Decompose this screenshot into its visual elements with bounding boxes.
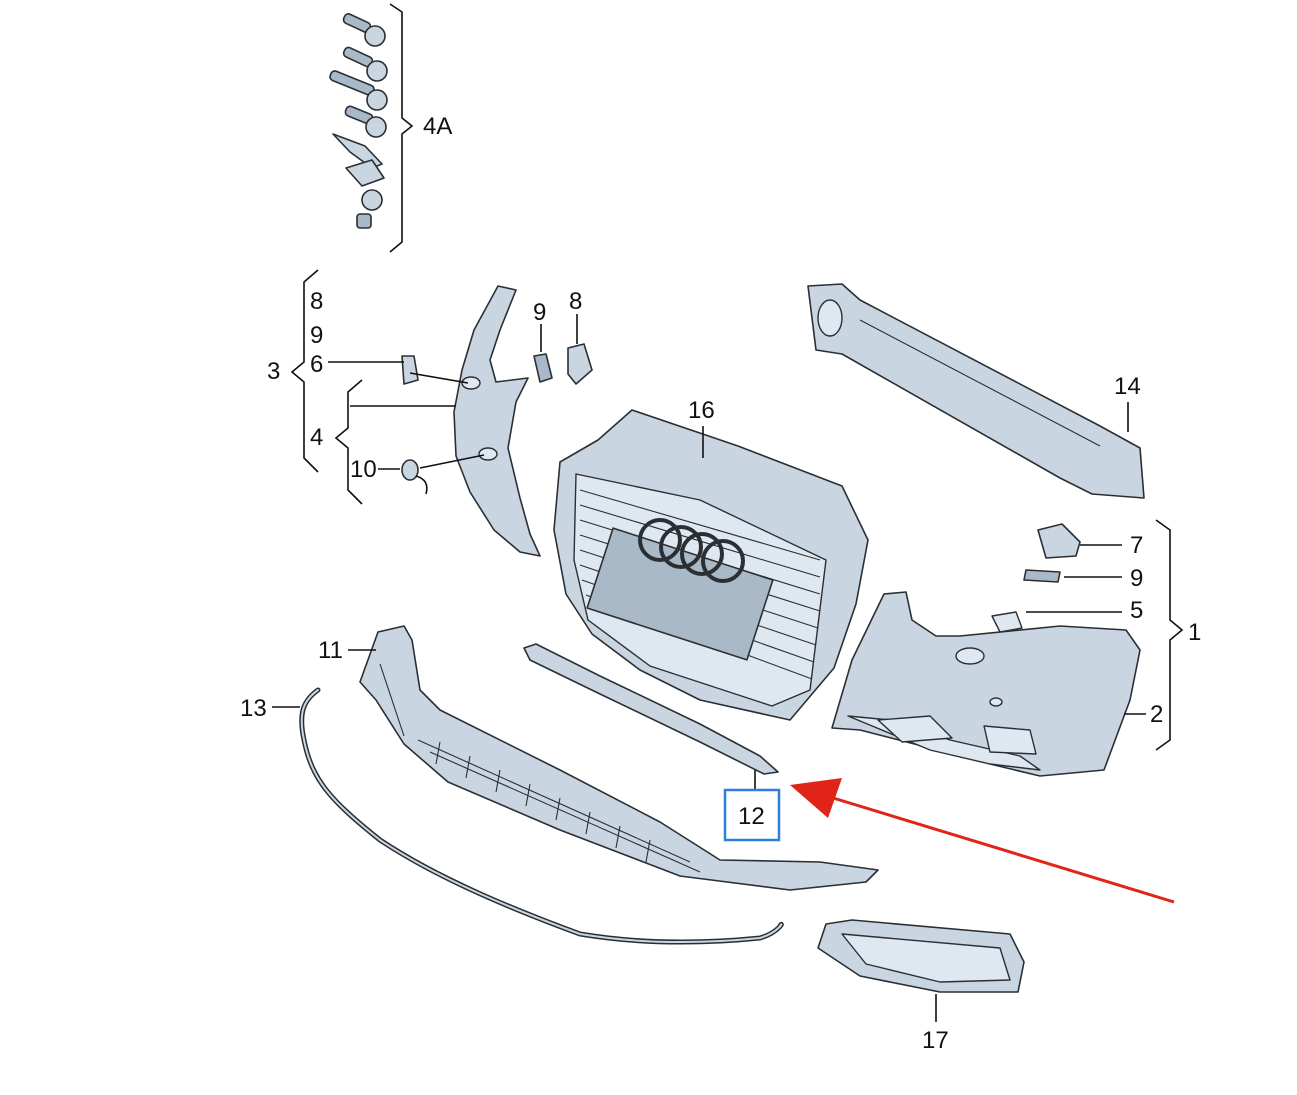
impact-absorber bbox=[807, 283, 1145, 499]
bracket-7 bbox=[1037, 523, 1081, 559]
spoiler-strip bbox=[523, 643, 779, 775]
label-1: 1 bbox=[1188, 619, 1201, 646]
label-4: 4 bbox=[310, 424, 323, 451]
label-9-right: 9 bbox=[1130, 565, 1143, 592]
clip-1 bbox=[332, 133, 383, 169]
label-brace3-6: 6 bbox=[310, 351, 323, 378]
bolt-1 bbox=[342, 13, 386, 47]
brace-4a bbox=[389, 3, 414, 253]
label-brace3-9: 9 bbox=[310, 322, 323, 349]
lower-air-guide bbox=[359, 625, 879, 891]
clip-9-right bbox=[1023, 569, 1061, 583]
highlight-box-12 bbox=[723, 788, 781, 842]
lower-air-guide-ribs bbox=[379, 663, 701, 873]
clip-8-top bbox=[567, 343, 593, 385]
leader-6b bbox=[409, 372, 469, 384]
label-4a: 4A bbox=[423, 113, 452, 140]
clip-2 bbox=[345, 159, 385, 187]
label-14: 14 bbox=[1114, 373, 1141, 400]
clip-3 bbox=[356, 189, 383, 229]
label-10: 10 bbox=[350, 456, 377, 483]
grommet-10 bbox=[401, 459, 428, 495]
label-17: 17 bbox=[922, 1027, 949, 1054]
label-7: 7 bbox=[1130, 532, 1143, 559]
brace-4 bbox=[334, 379, 363, 505]
label-9-top: 9 bbox=[533, 299, 546, 326]
bolt-4 bbox=[344, 105, 387, 138]
fog-light-trim bbox=[817, 919, 1025, 993]
cap-5 bbox=[991, 611, 1023, 633]
label-16: 16 bbox=[688, 397, 715, 424]
clip-9-top bbox=[533, 353, 553, 383]
brace-3 bbox=[290, 269, 319, 473]
trim-strip bbox=[299, 687, 784, 945]
label-3: 3 bbox=[267, 358, 280, 385]
label-brace3-8: 8 bbox=[310, 288, 323, 315]
left-mount-bracket bbox=[453, 285, 541, 557]
label-11: 11 bbox=[318, 637, 343, 664]
bumper-cover bbox=[831, 591, 1141, 777]
bolt-2 bbox=[342, 46, 388, 82]
callout-arrow bbox=[790, 778, 1175, 904]
bolt-3 bbox=[329, 70, 388, 111]
label-13: 13 bbox=[240, 695, 267, 722]
four-rings-emblem bbox=[638, 518, 745, 583]
label-5: 5 bbox=[1130, 597, 1143, 624]
radiator-grille bbox=[553, 409, 869, 721]
grommet-6 bbox=[401, 355, 419, 385]
label-2: 2 bbox=[1150, 701, 1163, 728]
brace-1 bbox=[1155, 519, 1184, 751]
leader-10b bbox=[419, 454, 485, 469]
label-8-top: 8 bbox=[569, 288, 582, 315]
fastener-set-4a: 4A bbox=[329, 3, 452, 253]
label-12: 12 bbox=[738, 803, 765, 830]
